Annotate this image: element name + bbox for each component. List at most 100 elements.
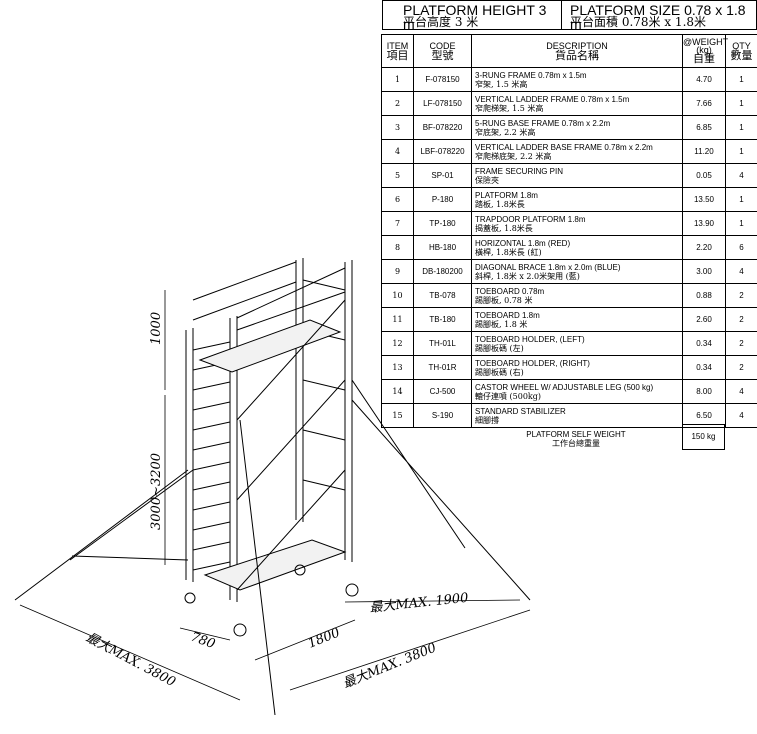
row-qty: 1 [725,67,757,92]
row-weight: 6.50 [682,403,726,428]
row-weight: 7.66 [682,91,726,116]
row-desc-en: STANDARD STABILIZER [475,406,566,416]
row-desc-en: VERTICAL LADDER BASE FRAME 0.78m x 2.2m [475,142,653,152]
scaffold-frame [14,258,531,716]
row-item: 5 [381,163,414,188]
row-qty: 1 [725,139,757,164]
row-code: S-190 [413,403,472,428]
row-desc-cn: 踢腳板, 0.78 米 [475,295,533,305]
row-item: 4 [381,139,414,164]
row-weight: 0.34 [682,355,726,380]
row-desc-en: 3-RUNG FRAME 0.78m x 1.5m [475,70,587,80]
row-desc-en: 5-RUNG BASE FRAME 0.78m x 2.2m [475,118,611,128]
row-weight: 0.88 [682,283,726,308]
row-code: CJ-500 [413,379,472,404]
dim-width: 780 [189,630,217,653]
row-weight: 2.20 [682,235,726,260]
self-weight-value: 150 kg [682,424,725,450]
row-item: 8 [381,235,414,260]
row-description: TOEBOARD HOLDER, (LEFT)踢腳板碼 (左) [471,331,683,356]
row-weight: 11.20 [682,139,726,164]
row-desc-en: HORIZONTAL 1.8m (RED) [475,238,571,248]
row-qty: 2 [725,307,757,332]
row-desc-en: CASTOR WHEEL W/ ADJUSTABLE LEG (500 kg) [475,382,654,392]
col-weight: @WEIGHT (kg)自重 [682,34,728,68]
row-desc-cn: 轆仔連噴 (500kg) [475,391,542,401]
dim-max-back: 最大MAX. 1900 [369,591,469,616]
row-code: DB-180200 [413,259,472,284]
platform-size-box: PLATFORM SIZE 0.78 x 1.8 m 平台面積 0.78米 x … [561,0,757,32]
row-desc-cn: 窄架, 1.5 米高 [475,79,528,89]
row-desc-cn: 窄爬梯底架, 2.2 米高 [475,151,552,161]
platform-height-en: PLATFORM HEIGHT 3 m [403,2,547,32]
row-desc-cn: 橫桿, 1.8米長 (紅) [475,247,542,257]
row-desc-cn: 踢腳板碼 (左) [475,343,524,353]
row-qty: 1 [725,91,757,116]
row-desc-cn: 細腳撐 [475,415,499,425]
row-desc-en: TOEBOARD HOLDER, (LEFT) [475,334,585,344]
row-desc-cn: 保險夾 [475,175,499,185]
row-item: 9 [381,259,414,284]
row-desc-en: TOEBOARD 1.8m [475,310,540,320]
row-description: TOEBOARD HOLDER, (RIGHT)踢腳板碼 (右) [471,355,683,380]
row-item: 1 [381,67,414,92]
row-desc-cn: 踏板, 1.8米長 [475,199,525,209]
row-desc-en: TOEBOARD HOLDER, (RIGHT) [475,358,590,368]
row-desc-en: DIAGONAL BRACE 1.8m x 2.0m (BLUE) [475,262,621,272]
row-desc-cn: 揭蓋板, 1.8米長 [475,223,533,233]
platform-size-en: PLATFORM SIZE 0.78 x 1.8 m [570,2,746,32]
row-desc-en: TOEBOARD 0.78m [475,286,545,296]
row-code: TP-180 [413,211,472,236]
dim-max-right: 最大MAX. 3800 [341,641,439,692]
row-qty: 4 [725,403,757,428]
dim-top-height: 1000 [149,312,164,345]
row-desc-en: FRAME SECURING PIN [475,166,564,176]
row-weight: 2.60 [682,307,726,332]
platform-height-cn: 平台高度 3 米 [403,15,479,29]
row-desc-en: TRAPDOOR PLATFORM 1.8m [475,214,586,224]
row-code: HB-180 [413,235,472,260]
dim-length: 1800 [306,625,342,651]
row-desc-cn: 斜桿, 1.8米 x 2.0米架用 (藍) [475,271,580,281]
platform-height-box: PLATFORM HEIGHT 3 m 平台高度 3 米 [382,0,562,32]
row-weight: 8.00 [682,379,726,404]
row-desc-en: PLATFORM 1.8m [475,190,538,200]
row-weight: 3.00 [682,259,726,284]
row-item: 10 [381,283,414,308]
row-code: TH-01R [413,355,472,380]
self-weight-label: PLATFORM SELF WEIGHT 工作台總重量 [526,430,626,448]
row-item: 13 [381,355,414,380]
dim-height-range: 3000~3200 [149,453,164,530]
row-desc-cn: 踢腳板, 1.8 米 [475,319,528,329]
row-desc-cn: 踢腳板碼 (右) [475,367,524,377]
row-desc-en: VERTICAL LADDER FRAME 0.78m x 1.5m [475,94,630,104]
dimension-lines [19,290,531,701]
row-qty: 1 [725,115,757,140]
row-desc-cn: 窄爬梯架, 1.5 米高 [475,103,544,113]
row-code: SP-01 [413,163,472,188]
